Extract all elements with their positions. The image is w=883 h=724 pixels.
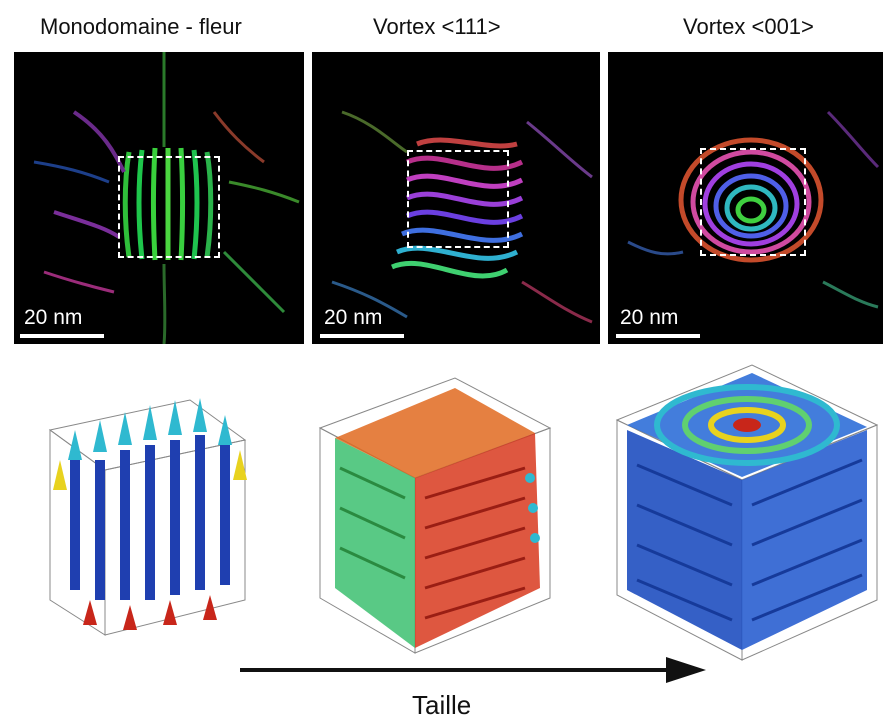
title-vortex-111: Vortex <111>	[373, 14, 501, 39]
spin-cube-vortex-111	[318, 377, 552, 654]
fringe-image-vortex-001	[627, 110, 880, 309]
title-vortex-001: Vortex <001>	[683, 14, 814, 39]
scale-bar-label: 20 nm	[620, 306, 679, 329]
spin-cube-vortex-001	[615, 364, 879, 661]
title-monodomaine: Monodomaine - fleur	[40, 14, 242, 39]
cones-group	[53, 398, 247, 630]
size-arrow-head	[666, 657, 706, 683]
cones-group	[335, 388, 540, 648]
size-axis-label: Taille	[412, 690, 472, 720]
scale-bar-label: 20 nm	[24, 306, 83, 329]
selection-box	[407, 150, 509, 248]
selection-box	[700, 148, 806, 256]
fringe-image-monodomaine	[33, 52, 300, 344]
spin-cube-monodomaine	[48, 398, 247, 636]
scale-bar-label: 20 nm	[324, 306, 383, 329]
cones-group	[627, 373, 867, 650]
scale-bar	[616, 334, 700, 338]
holography-panel-vortex-001: 20 nm	[608, 52, 883, 344]
holography-panel-monodomaine: 20 nm	[14, 52, 304, 344]
scale-bar	[20, 334, 104, 338]
holography-panel-vortex-111: 20 nm	[312, 52, 600, 344]
scale-bar	[320, 334, 404, 338]
size-arrow-shaft	[240, 668, 670, 672]
selection-box	[118, 156, 220, 258]
fringe-image-vortex-111	[331, 110, 593, 324]
